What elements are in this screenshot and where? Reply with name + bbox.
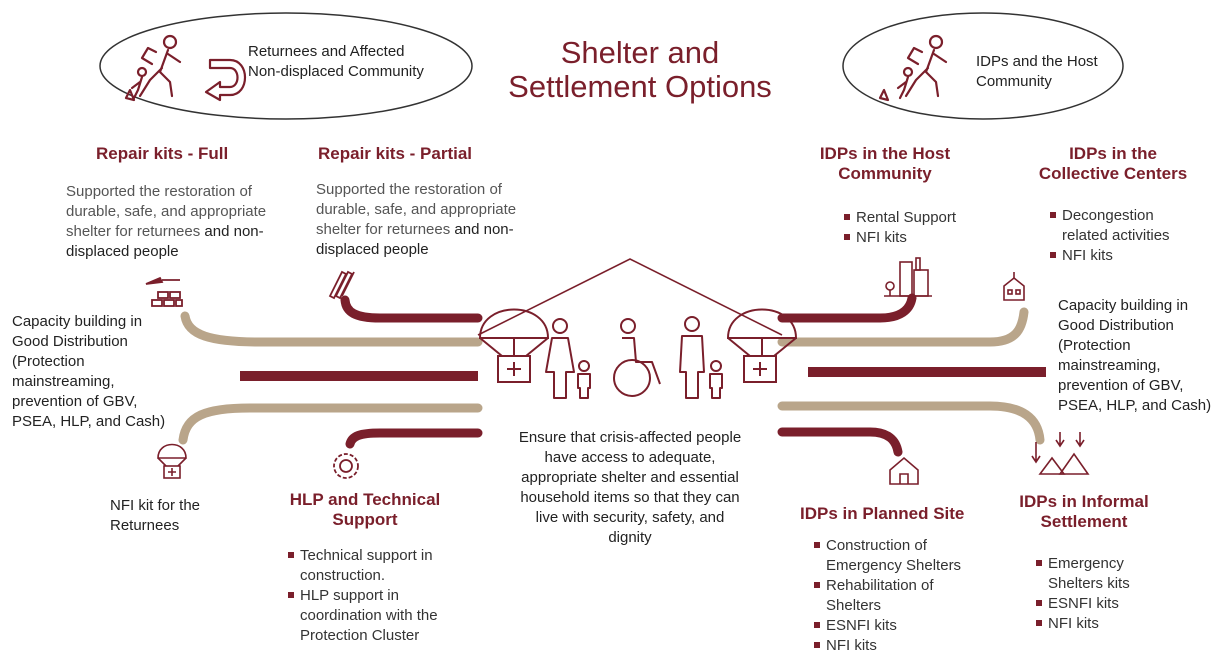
repair-full-text-dark: and non-displaced people (66, 223, 264, 260)
host-heading-line: IDPs in the Host (819, 144, 951, 163)
collective-heading-line: IDPs in the (1069, 144, 1157, 163)
left-ellipse (99, 12, 473, 120)
walking-people-icon-left (124, 34, 182, 102)
center-goal-text: Ensure that crisis-affected people have … (518, 429, 742, 546)
capacity-right-line: Capacity building in (1058, 297, 1189, 314)
capacity-right-line: Good Distribution (1058, 317, 1174, 334)
repair-full-heading: Repair kits - Full (96, 144, 229, 163)
connector-tan-bottom-left (178, 403, 483, 445)
trowel-bricks-icon (145, 276, 183, 307)
man-child-icon (679, 316, 723, 399)
woman-child-icon (545, 318, 591, 399)
title-line-1: Shelter and (560, 35, 720, 70)
right-ellipse-line-1: IDPs and the Host (976, 53, 1098, 70)
list-item: ESNFI kits (1034, 594, 1164, 614)
collective-list: Decongestion related activities NFI kits (1048, 206, 1198, 266)
list-item: Decongestion related activities (1048, 206, 1198, 246)
informal-heading: IDPs in Informal Settlement (1002, 492, 1166, 532)
list-item: Technical support in construction. (286, 546, 456, 586)
informal-list: Emergency Shelters kits ESNFI kits NFI k… (1034, 554, 1164, 634)
left-ellipse-line-1: Returnees and Affected (248, 43, 405, 60)
host-list: Rental Support NFI kits (842, 208, 956, 248)
right-ellipse-label: IDPs and the Host Community (976, 52, 1098, 92)
repair-partial-text-grey: Supported the restoration of durable, sa… (316, 181, 517, 238)
repair-partial-text-dark: and non-displaced people (316, 221, 514, 258)
capacity-right-text: Capacity building in Good Distribution (… (1058, 296, 1211, 416)
list-item: NFI kits (1034, 614, 1164, 634)
connector-maroon-planned (777, 427, 903, 457)
repair-full-text: Supported the restoration of durable, sa… (66, 182, 298, 262)
connector-maroon-partial (340, 295, 483, 323)
roof-line (477, 258, 783, 336)
capacity-left-line: prevention of GBV, (12, 393, 138, 410)
capacity-left-line: Capacity building in (12, 313, 143, 330)
connector-tan-top-right (777, 307, 1029, 347)
list-item: HLP support in coordination with the Pro… (286, 586, 456, 646)
capacity-right-line: (Protection (1058, 337, 1131, 354)
nfi-returnees-text: NFI kit for the Returnees (110, 496, 200, 536)
capacity-right-line: mainstreaming, (1058, 357, 1161, 374)
right-ellipse-line-2: Community (976, 73, 1052, 90)
repair-partial-text: Supported the restoration of durable, sa… (316, 180, 544, 260)
connector-tan-bottom-right (777, 401, 1045, 445)
gear-icon (333, 453, 359, 479)
list-item: NFI kits (812, 636, 972, 656)
planks-icon (328, 270, 355, 300)
capacity-left-line: PSEA, HLP, and Cash) (12, 413, 166, 430)
list-item: NFI kits (1048, 246, 1198, 266)
walking-people-icon-right (878, 34, 948, 102)
hlp-heading: HLP and Technical Support (282, 490, 448, 530)
hlp-list: Technical support in construction. HLP s… (286, 546, 456, 646)
host-heading-line: Community (838, 164, 932, 183)
list-item: ESNFI kits (812, 616, 972, 636)
hlp-heading-line: HLP and Technical (289, 490, 441, 509)
collective-heading-line: Collective Centers (1038, 164, 1188, 183)
capacity-right-line: PSEA, HLP, and Cash) (1058, 397, 1212, 414)
nfi-parachute-icon (157, 443, 187, 479)
planned-list: Construction of Emergency Shelters Rehab… (812, 536, 972, 656)
capacity-left-line: Good Distribution (12, 333, 128, 350)
list-item: Rental Support (842, 208, 956, 228)
connector-maroon-host (777, 293, 917, 323)
house-icon (889, 456, 919, 485)
list-item: Construction of Emergency Shelters (812, 536, 972, 576)
school-building-icon (1003, 272, 1025, 301)
parachute-icon-right (726, 308, 798, 383)
capacity-left-text: Capacity building in Good Distribution (… (12, 312, 165, 432)
list-item: Rehabilitation of Shelters (812, 576, 972, 616)
buildings-icon (884, 257, 932, 297)
host-heading: IDPs in the Host Community (808, 144, 962, 184)
capacity-left-line: (Protection (12, 353, 85, 370)
repair-partial-heading: Repair kits - Partial (318, 144, 473, 163)
nfi-returnees-line: Returnees (110, 517, 180, 534)
hlp-heading-line: Support (332, 510, 398, 529)
left-ellipse-label: Returnees and Affected Non-displaced Com… (248, 42, 424, 82)
list-item: Emergency Shelters kits (1034, 554, 1164, 594)
right-ellipse (842, 12, 1124, 120)
left-ellipse-line-2: Non-displaced Community (248, 63, 424, 80)
page-title: Shelter and Settlement Options (480, 36, 800, 104)
wheelchair-icon (613, 318, 661, 397)
collective-heading: IDPs in the Collective Centers (1030, 144, 1196, 184)
connector-maroon-hlp (345, 428, 483, 449)
connector-tan-top-left (180, 311, 483, 347)
capacity-right-line: prevention of GBV, (1058, 377, 1184, 394)
title-line-2: Settlement Options (508, 69, 772, 104)
return-arrow-icon (204, 58, 246, 102)
informal-shelters-icon (1031, 432, 1090, 475)
informal-heading-line: Settlement (1040, 512, 1128, 531)
informal-heading-line: IDPs in Informal (1019, 492, 1149, 511)
nfi-returnees-line: NFI kit for the (110, 497, 201, 514)
repair-full-text-grey: Supported the restoration of durable, sa… (66, 183, 267, 240)
list-item: NFI kits (842, 228, 956, 248)
capacity-left-line: mainstreaming, (12, 373, 115, 390)
planned-heading: IDPs in Planned Site (800, 504, 965, 523)
parachute-icon-left (478, 308, 550, 383)
